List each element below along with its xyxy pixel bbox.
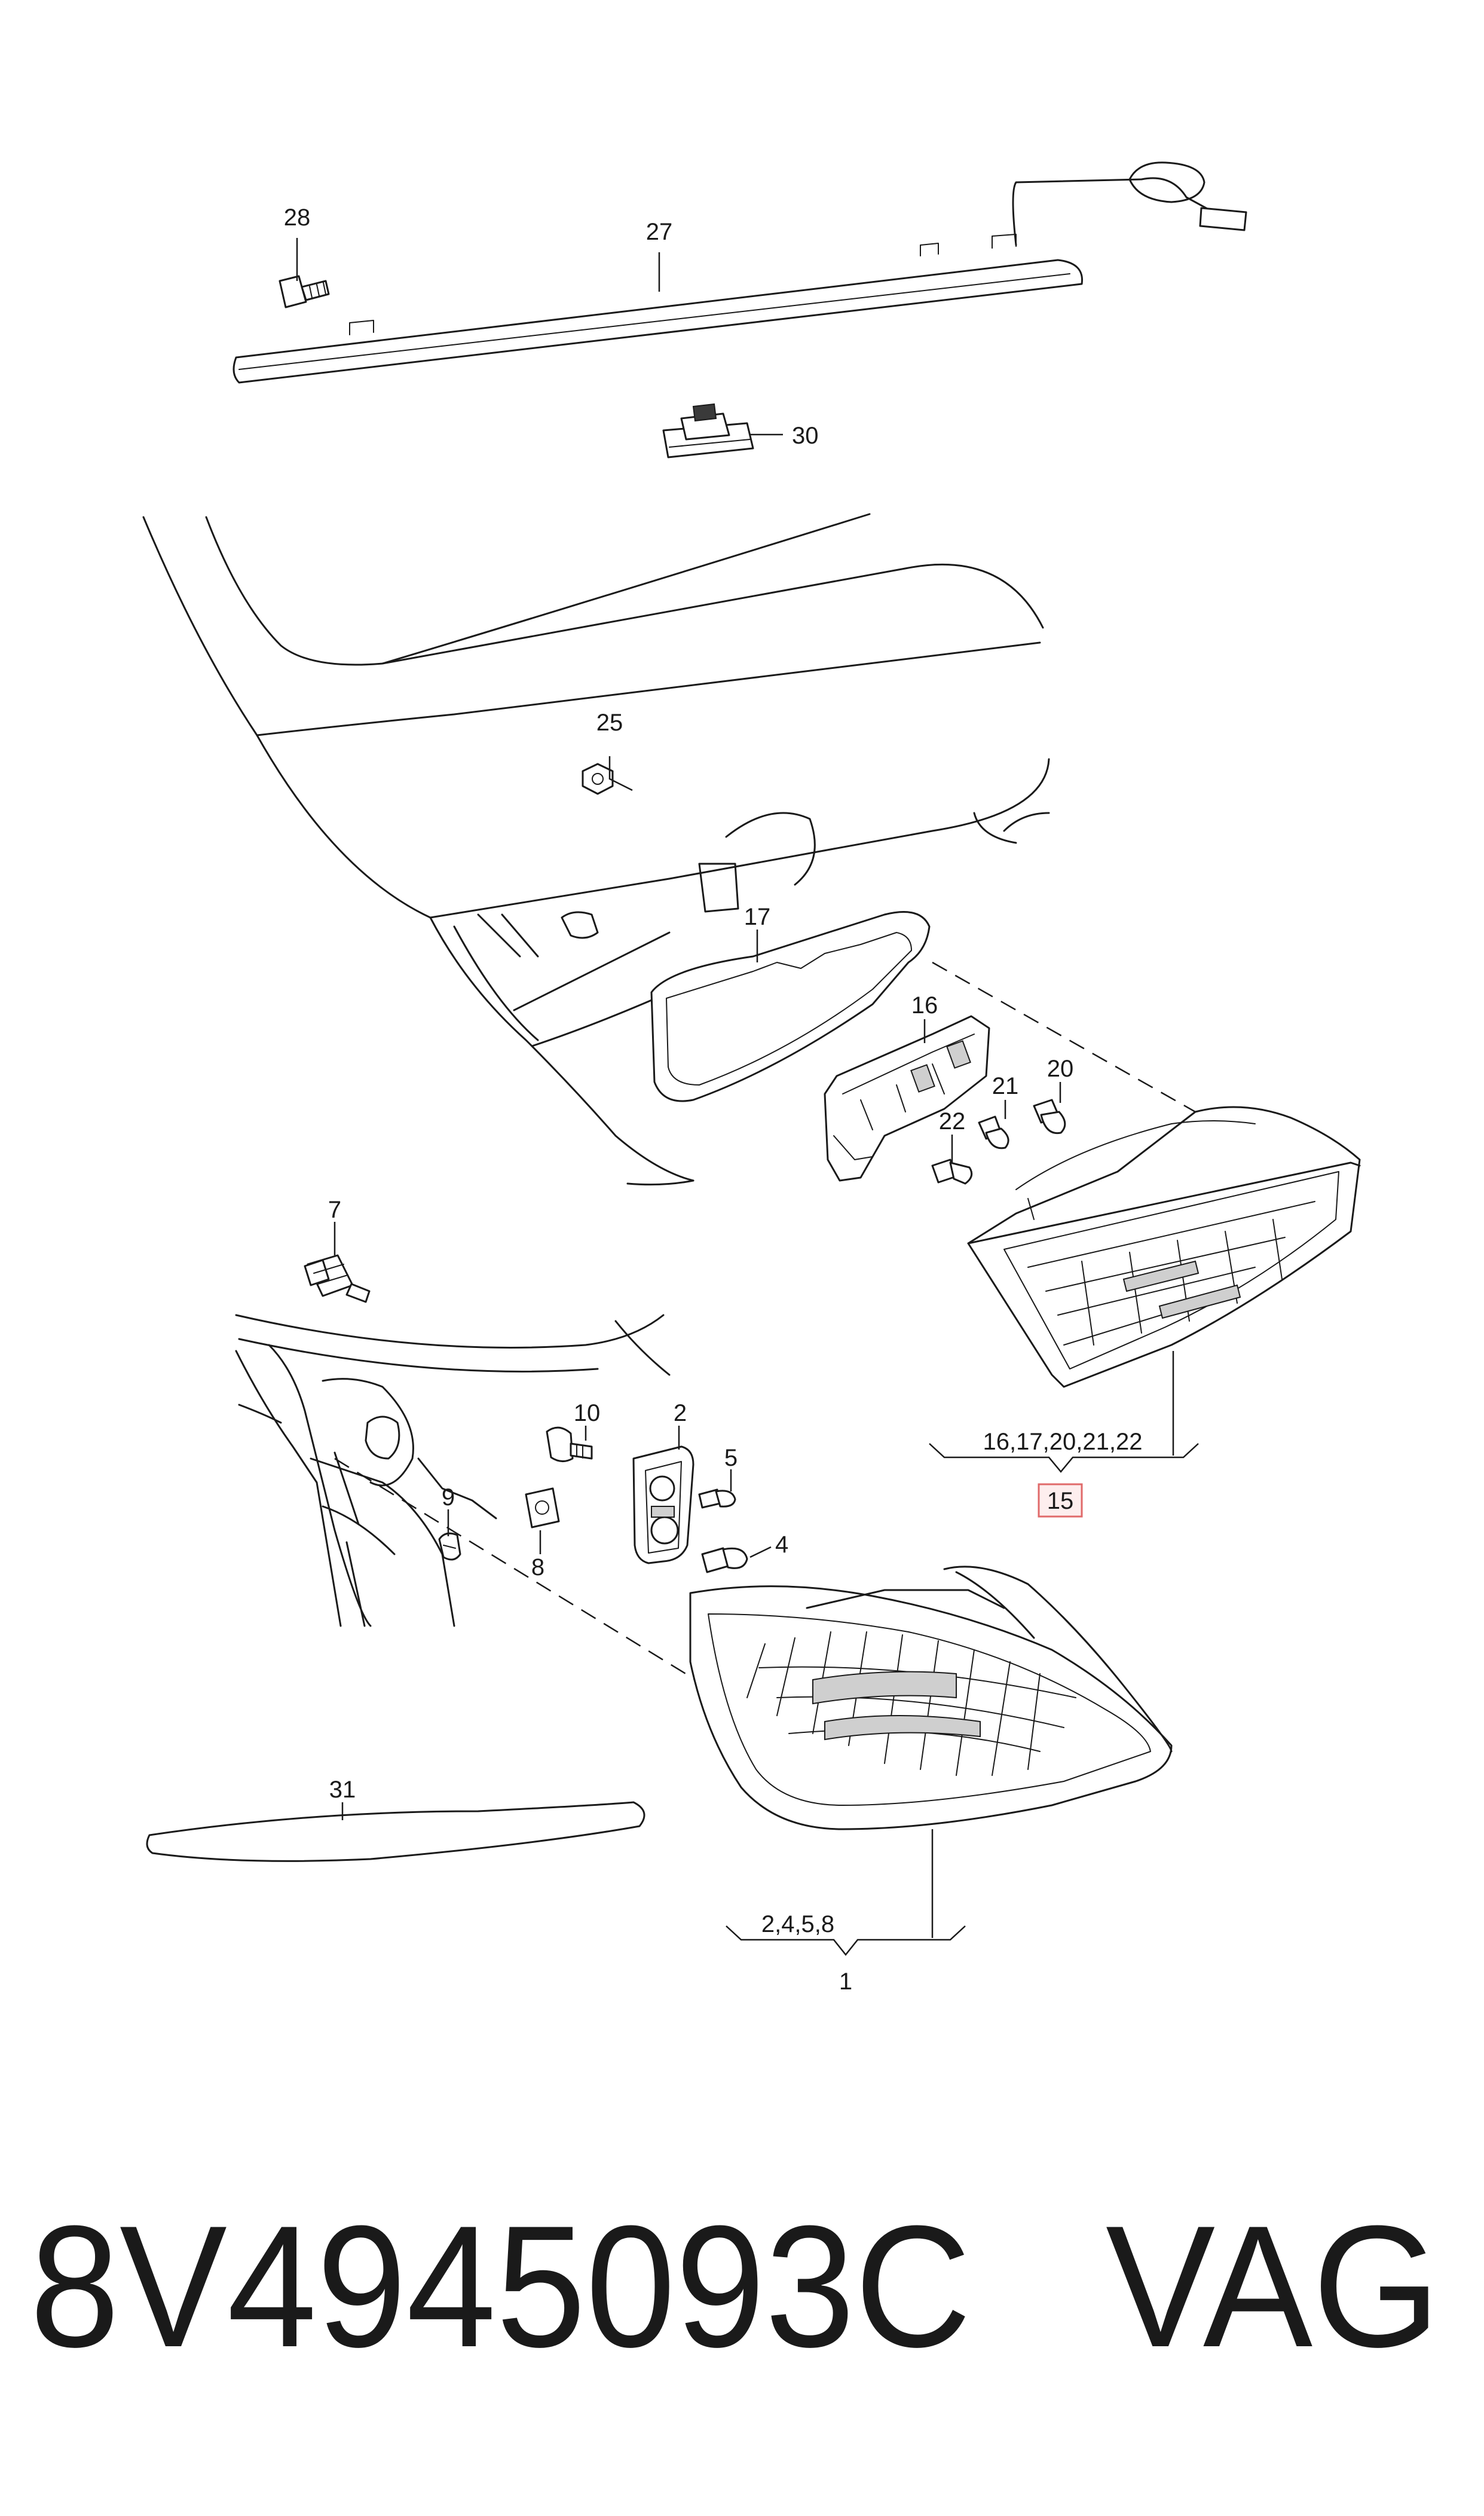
group-15-highlight-box [1038,1483,1083,1518]
inner-tail-light-15 [967,1106,1361,1388]
clip-9 [438,1532,461,1561]
callout-27: 27 [646,219,673,245]
brand-name: VAG [1106,2190,1440,2383]
callout-25: 25 [596,710,623,736]
leader-lines [296,238,1199,1956]
car-body-outline [142,513,1050,1186]
clip-nut-8 [525,1487,560,1528]
license-plate-lamp [662,403,754,458]
part-number: 8V4945093C [30,2190,971,2383]
callout-21: 21 [992,1073,1019,1099]
callout-16: 16 [911,992,938,1019]
callout-10: 10 [574,1400,601,1426]
screw-10 [546,1426,593,1462]
screw-28 [279,275,330,308]
adjuster-7 [304,1254,371,1303]
callout-28: 28 [284,204,311,231]
callout-8: 8 [531,1554,544,1580]
group-1-includes: 2,4,5,8 [761,1911,834,1937]
bulb-4 [701,1547,748,1573]
bulb-holder-16 [824,1015,990,1182]
callout-20: 20 [1047,1056,1074,1082]
bulb-5 [698,1488,736,1509]
nut-25 [582,763,614,795]
assembly-lines [334,961,1196,1687]
group-1-number: 1 [839,1968,852,1995]
bulb-20 [1033,1099,1066,1135]
outer-tail-light-1 [689,1566,1173,1830]
callout-4: 4 [775,1531,788,1558]
bulb-21 [978,1115,1009,1150]
group-15-includes: 16,17,20,21,22 [983,1429,1143,1455]
callout-31: 31 [329,1777,356,1803]
footer: 8V4945093C VAG [30,2190,1440,2383]
group-15-number: 15 [1047,1488,1074,1514]
gasket-17 [650,911,931,1102]
callout-17: 17 [744,904,771,930]
callout-5: 5 [724,1445,738,1471]
trim-strip-31 [146,1801,645,1862]
side-panel-outline [235,1314,671,1627]
callout-2: 2 [674,1400,687,1426]
bulb-holder-2 [632,1445,694,1564]
brake-light-bar [232,161,1247,384]
callout-labels: 28 27 30 25 17 16 20 21 22 7 10 2 5 9 8 … [284,204,1143,1995]
callout-9: 9 [442,1484,455,1511]
callout-30: 30 [792,423,819,449]
bulb-22 [931,1158,973,1185]
callout-7: 7 [328,1197,341,1223]
callout-22: 22 [939,1108,966,1135]
